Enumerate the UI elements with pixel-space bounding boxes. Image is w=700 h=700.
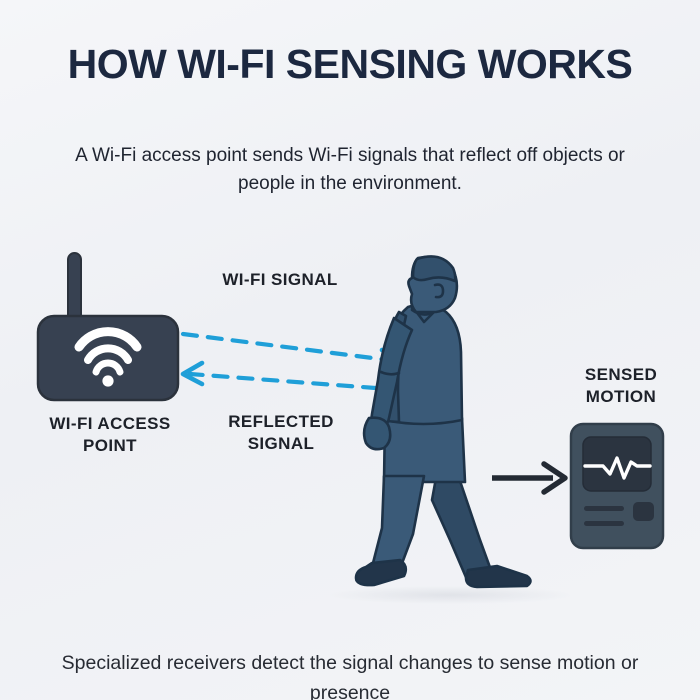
dashed-arrow-right bbox=[180, 331, 405, 375]
solid-arrow-right bbox=[492, 461, 568, 495]
page-caption: Specialized receivers detect the signal … bbox=[61, 651, 639, 700]
wifi-signal-glyph-icon bbox=[74, 327, 142, 376]
motion-sensor-device-icon bbox=[569, 422, 665, 550]
person-front-hand bbox=[362, 416, 392, 451]
person-back-leg bbox=[430, 476, 494, 584]
label-sensed-motion: SENSED MOTION bbox=[584, 365, 658, 406]
person-hips bbox=[382, 416, 467, 484]
wifi-dot-icon bbox=[102, 375, 114, 387]
person-back-shoe bbox=[464, 564, 532, 589]
label-wifi-signal: WI-FI SIGNAL bbox=[222, 270, 338, 289]
dashed-arrow-left bbox=[180, 360, 405, 393]
person-front-shoe bbox=[354, 558, 408, 587]
sensor-screen bbox=[582, 436, 652, 492]
ground-shadow bbox=[330, 586, 570, 604]
wifi-router-icon bbox=[36, 252, 180, 402]
page-subtitle: A Wi-Fi access point sends Wi-Fi signals… bbox=[75, 145, 625, 194]
sensor-waveform-icon bbox=[583, 456, 652, 480]
arrowhead-left-icon bbox=[180, 360, 205, 387]
arrowhead-motion-icon bbox=[541, 461, 568, 495]
sensor-indicator-bar-1 bbox=[584, 506, 624, 511]
sensor-indicator-bar-2 bbox=[584, 521, 624, 526]
person-ear bbox=[433, 283, 445, 299]
sensor-button-icon bbox=[633, 502, 654, 521]
page-title: HOW WI-FI SENSING WORKS bbox=[67, 41, 633, 88]
person-sleeve-hem bbox=[379, 370, 401, 376]
label-reflected-signal: REFLECTED SIGNAL bbox=[228, 412, 334, 453]
label-wifi-access-point: WI-FI ACCESS POINT bbox=[49, 414, 171, 455]
router-body bbox=[36, 314, 180, 402]
walking-person-figure bbox=[354, 255, 532, 589]
person-hair bbox=[411, 255, 457, 283]
